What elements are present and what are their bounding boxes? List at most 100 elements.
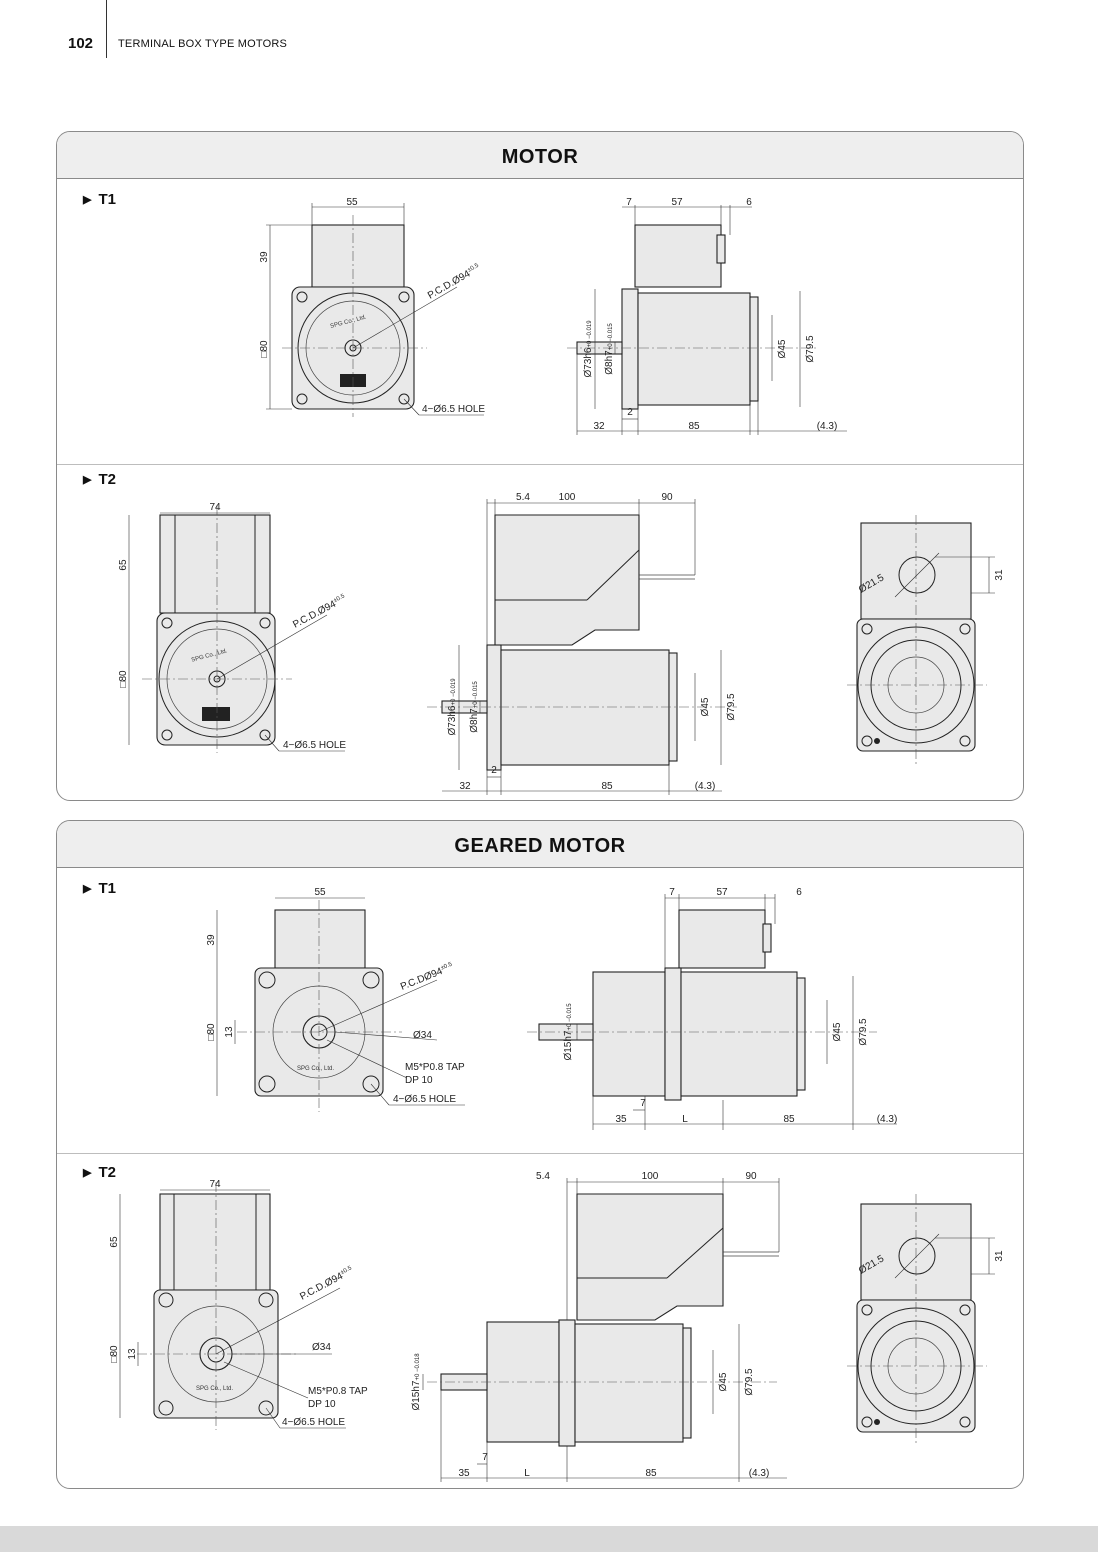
terminal-box [311, 224, 405, 288]
page-footer-bar [0, 1526, 1098, 1552]
dim-square-80: □80 [259, 340, 270, 358]
dim-35: 35 [615, 1114, 627, 1125]
dim-hole: 4−Ø6.5 HOLE [422, 404, 485, 415]
dim-32: 32 [459, 781, 471, 792]
dim-79-5: Ø79.5 [805, 335, 816, 363]
dim-square-80: □80 [118, 670, 129, 688]
dim-7: 7 [669, 887, 675, 898]
motor-panel: MOTOR ▶T1 SPG Co., Ltd. 55 39 □80 P.C.D.… [56, 131, 1024, 801]
dim-4-3: (4.3) [877, 1114, 898, 1125]
dim-85: 85 [783, 1114, 795, 1125]
dim-79-5: Ø79.5 [744, 1368, 755, 1396]
triangle-icon: ▶ [83, 474, 92, 486]
dim-7: 7 [626, 197, 632, 208]
dim-hole: 4−Ø6.5 HOLE [283, 740, 346, 751]
dim-hole: 4−Ø6.5 HOLE [282, 1417, 345, 1428]
dim-shaft: Ø8h7+0 −0.015 [604, 323, 615, 375]
geared-t2-side-view: 5.4 100 90 Ø15h7+0 −0.018 Ø45 Ø79.5 7 35… [411, 1171, 787, 1482]
triangle-icon: ▶ [83, 883, 92, 895]
dim-45: Ø45 [718, 1372, 729, 1391]
dim-tap: M5*P0.8 TAP [405, 1062, 465, 1073]
dim-shaft: Ø15h7+0 −0.015 [563, 1003, 574, 1061]
terminal-box [159, 514, 271, 614]
dim-shaft: Ø8h7+0 −0.015 [469, 681, 480, 733]
dim-34: Ø34 [312, 1342, 331, 1353]
dim-2: 2 [491, 765, 497, 776]
dim-L: L [524, 1468, 530, 1479]
dim-13: 13 [127, 1348, 138, 1360]
dim-45: Ø45 [832, 1022, 843, 1041]
geared-panel-title: GEARED MOTOR [57, 821, 1023, 868]
svg-text:SPG Co., Ltd.: SPG Co., Ltd. [297, 1066, 334, 1072]
section-divider [57, 1153, 1023, 1154]
dim-tap: M5*P0.8 TAP [308, 1386, 368, 1397]
motor-t2-section: ▶T2 SPG Co., Ltd. 74 65 □80 P.C.D.Ø94±0.… [57, 465, 1023, 800]
dim-flange: Ø73h6+0 −0.019 [447, 678, 458, 736]
geared-t2-rear-view: Ø21.5 31 [847, 1194, 1005, 1446]
dim-6: 6 [746, 197, 752, 208]
dim-dp: DP 10 [405, 1075, 433, 1086]
dim-34: Ø34 [413, 1030, 432, 1041]
dim-79-5: Ø79.5 [858, 1018, 869, 1046]
dim-57: 57 [716, 887, 728, 898]
dim-dp: DP 10 [308, 1399, 336, 1410]
dim-square-80: □80 [206, 1023, 217, 1041]
dim-55: 55 [314, 887, 326, 898]
geared-t2-section: ▶T2 SPG Co., Ltd. 74 65 □80 13 P.C.D.Ø94… [57, 1154, 1023, 1488]
geared-t2-front-view: SPG Co., Ltd. 74 65 □80 13 P.C.D.Ø94±0.5… [109, 1179, 368, 1430]
dim-pcd: P.C.D.Ø94±0.5 [426, 262, 483, 301]
motor-t2-rear-view: Ø21.5 31 [847, 515, 1005, 765]
section-divider [57, 464, 1023, 465]
terminal-box [576, 1193, 724, 1321]
motor-t1-label: ▶T1 [83, 191, 116, 208]
dim-shaft: Ø15h7+0 −0.018 [411, 1353, 422, 1411]
geared-motor-panel: GEARED MOTOR ▶T1 SPG Co., Ltd. 55 39 □80… [56, 820, 1024, 1489]
dim-pcd: P.C.DØ94±0.5 [399, 961, 456, 992]
dim-74: 74 [209, 1179, 221, 1190]
dim-square-80: □80 [109, 1345, 120, 1363]
header-title: TERMINAL BOX TYPE MOTORS [118, 38, 288, 50]
motor-t1-front-view: SPG Co., Ltd. 55 39 □80 P.C.D.Ø94±0.5 4−… [259, 197, 485, 417]
dim-5-4: 5.4 [536, 1171, 550, 1182]
dim-4-3: (4.3) [817, 421, 838, 432]
terminal-box [494, 514, 640, 646]
motor-t2-label: ▶T2 [83, 471, 116, 488]
dim-flange: Ø73h6+0 −0.019 [583, 320, 594, 378]
motor-t1-side-view: 7 57 6 Ø73h6+0 −0.019 Ø8h7+0 −0.015 Ø45 … [567, 197, 847, 435]
dim-hole: 4−Ø6.5 HOLE [393, 1094, 456, 1105]
motor-t1-section: ▶T1 SPG Co., Ltd. 55 39 □80 P.C.D.Ø94±0.… [57, 179, 1023, 464]
dim-pcd: P.C.D.Ø94±0.5 [291, 593, 349, 631]
dim-100: 100 [642, 1171, 659, 1182]
dim-5-4: 5.4 [516, 492, 530, 503]
dim-85: 85 [645, 1468, 657, 1479]
dim-74: 74 [209, 502, 221, 513]
dim-45: Ø45 [700, 697, 711, 716]
svg-text:SPG Co., Ltd.: SPG Co., Ltd. [196, 1386, 233, 1392]
page-number: 102 [68, 35, 94, 52]
motor-t2-front-view: SPG Co., Ltd. 74 65 □80 P.C.D.Ø94±0.5 4−… [118, 502, 349, 753]
dim-79-5: Ø79.5 [726, 693, 737, 721]
gearhead-body [592, 971, 666, 1097]
terminal-box [634, 224, 722, 288]
dim-31: 31 [994, 1250, 1005, 1262]
dim-4-3: (4.3) [695, 781, 716, 792]
dim-65: 65 [109, 1236, 120, 1248]
dim-L: L [682, 1114, 688, 1125]
dim-85: 85 [688, 421, 700, 432]
header-divider [106, 0, 107, 58]
dim-35: 35 [458, 1468, 470, 1479]
dim-45: Ø45 [777, 339, 788, 358]
dim-90: 90 [745, 1171, 757, 1182]
dim-6: 6 [796, 887, 802, 898]
dim-65: 65 [118, 559, 129, 571]
dim-55: 55 [346, 197, 358, 208]
motor-panel-title: MOTOR [57, 132, 1023, 179]
dim-7b: 7 [482, 1452, 488, 1463]
triangle-icon: ▶ [83, 1167, 92, 1179]
dim-7b: 7 [640, 1098, 646, 1109]
geared-t1-section: ▶T1 SPG Co., Ltd. 55 39 □80 13 P.C.DØ94±… [57, 868, 1023, 1153]
dim-90: 90 [661, 492, 673, 503]
terminal-box [274, 909, 366, 969]
page-header: 102 TERMINAL BOX TYPE MOTORS [0, 0, 1098, 70]
terminal-box [678, 909, 766, 969]
